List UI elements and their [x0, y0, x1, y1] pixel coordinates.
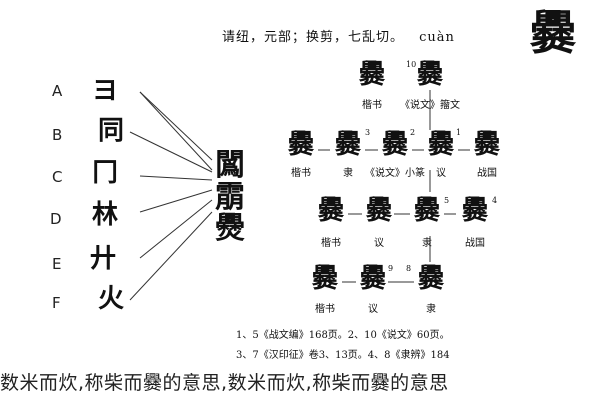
row2-label-3: 隶: [422, 238, 432, 249]
row3-glyph-3: 爨: [417, 264, 444, 294]
row2-label-2: 议: [374, 238, 384, 249]
component-d: 林: [92, 200, 119, 230]
footnote-2: 3、7《汉印征》卷3、13页。4、8《隶辨》184: [236, 350, 450, 361]
row3-label-1: 楷书: [315, 304, 335, 315]
tree-top-label: 《说文》籀文: [400, 100, 460, 111]
row1-label-1: 楷书: [291, 168, 311, 179]
row3-num-2: 9: [388, 264, 394, 273]
row1-num-2: 3: [365, 128, 371, 137]
component-c: 冂: [92, 158, 119, 188]
row3-num-3: 8: [406, 264, 412, 273]
pinyin-text: cuàn: [419, 30, 455, 45]
row2-label-4: 战国: [465, 238, 485, 249]
row1-num-4: 1: [456, 128, 462, 137]
label-f: F: [52, 294, 61, 312]
component-a: ヨ: [92, 76, 119, 106]
row1-glyph-1: 爨: [287, 130, 314, 160]
component-b: 同: [98, 116, 125, 146]
component-e: 廾: [90, 244, 117, 274]
row1-glyph-2: 爨: [334, 130, 361, 160]
row3-label-3: 隶: [426, 304, 436, 315]
footnote-1: 1、5《战文编》168页。2、10《说文》60页。: [236, 330, 450, 341]
composite-part-bottom: 㸑: [215, 211, 245, 246]
row2-glyph-2: 爨: [365, 196, 392, 226]
tree-top-glyph: 爨: [416, 60, 443, 90]
composite-glyph: 䦱 䨜 㸑: [210, 150, 250, 245]
label-e: E: [52, 255, 62, 273]
composite-part-top: 䦱: [215, 148, 245, 183]
tree-top-kaishu: 爨: [358, 60, 385, 90]
row1-num-3: 2: [410, 128, 416, 137]
label-c: C: [52, 168, 63, 186]
row1-label-2: 隶: [343, 168, 353, 179]
row1-label-3: 《说文》小篆: [365, 168, 425, 179]
row3-glyph-2: 爨: [359, 264, 386, 294]
label-d: D: [50, 210, 62, 228]
image-caption: 数米而炊,称柴而爨的意思,数米而炊,称柴而爨的意思: [0, 368, 449, 395]
row1-label-4: 议: [436, 168, 446, 179]
row2-glyph-3: 爨: [413, 196, 440, 226]
row2-num-4: 4: [492, 196, 498, 205]
row1-glyph-3: 爨: [381, 130, 408, 160]
tree-top-num: 10: [406, 60, 417, 69]
row2-glyph-1: 爨: [317, 196, 344, 226]
row2-num-3: 5: [444, 196, 450, 205]
label-a: A: [52, 82, 63, 100]
definition-text: 请纽，元部；换剪，七乱切。 cuàn: [222, 26, 455, 45]
composite-part-middle: 䨜: [215, 179, 245, 215]
row3-glyph-1: 爨: [311, 264, 338, 294]
row3-label-2: 议: [368, 304, 378, 315]
definition-body: 请纽，元部；换剪，七乱切。: [222, 30, 405, 45]
label-b: B: [52, 126, 63, 144]
tree-top-script-label: 楷书: [362, 100, 382, 111]
row2-label-1: 楷书: [321, 238, 341, 249]
row1-label-5: 战国: [477, 168, 497, 179]
row2-glyph-4: 爨: [461, 196, 488, 226]
row1-glyph-4: 爨: [427, 130, 454, 160]
row1-glyph-5: 爨: [473, 130, 500, 160]
headword-character: 爨: [530, 6, 576, 60]
component-f: 火: [98, 284, 125, 314]
